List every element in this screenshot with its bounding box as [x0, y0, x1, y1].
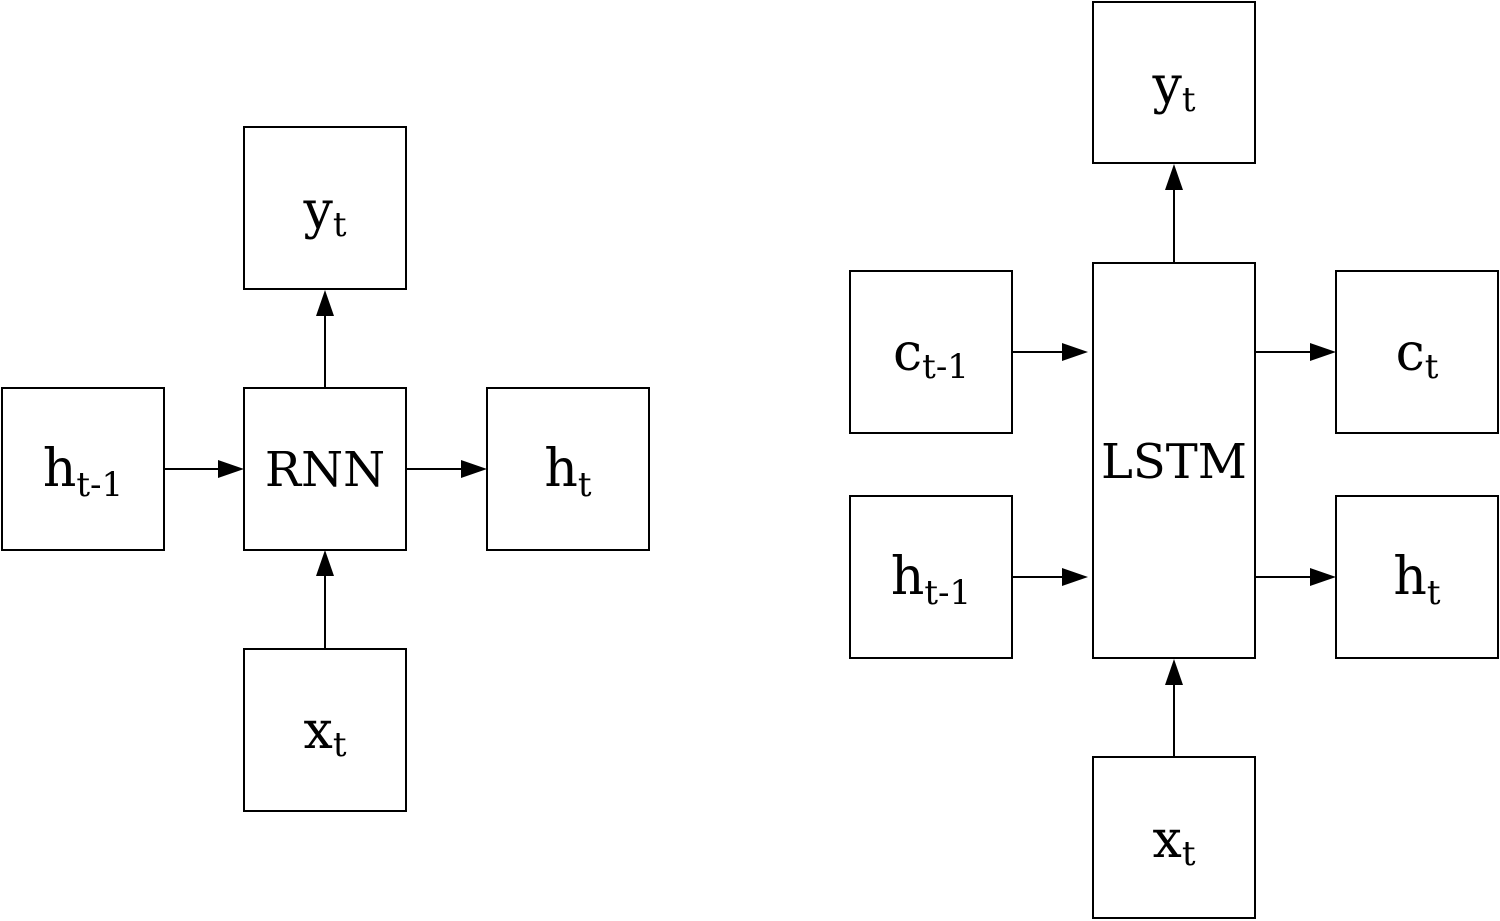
lstm-y-sub: t: [1182, 80, 1196, 120]
rnn-y-base: y: [302, 181, 333, 241]
lstm-arrow-cell-to-hout: [1255, 568, 1336, 586]
lstm-arrow-x-to-cell: [1165, 659, 1183, 757]
rnn-arrow-cell-to-hout: [406, 460, 487, 478]
lstm-cell-node: LSTM: [1092, 262, 1256, 659]
lstm-cell-label: LSTM: [1101, 434, 1247, 490]
lstm-cout-sub: t: [1425, 347, 1439, 387]
lstm-x-base: x: [1153, 810, 1182, 870]
lstm-output-y-node: yt: [1092, 1, 1256, 164]
svg-text:yt: yt: [1151, 56, 1195, 120]
lstm-hprev-base: h: [891, 547, 925, 607]
lstm-hprev-sub: t-1: [924, 573, 971, 613]
rnn-arrow-cell-to-y: [316, 290, 334, 388]
lstm-cell-prev-node: ct-1: [849, 270, 1013, 434]
svg-text:ct-1: ct-1: [893, 323, 969, 387]
svg-text:xt: xt: [1153, 810, 1196, 874]
lstm-hidden-prev-node: ht-1: [849, 495, 1013, 659]
rnn-x-sub: t: [333, 725, 347, 765]
svg-text:ht-1: ht-1: [43, 439, 123, 505]
lstm-arrow-hprev-to-cell: [1012, 568, 1088, 586]
lstm-cout-base: c: [1396, 323, 1425, 383]
lstm-cell-out-node: ct: [1335, 270, 1499, 434]
svg-text:ht: ht: [1393, 547, 1441, 613]
rnn-cell-node: RNN: [243, 387, 407, 551]
lstm-input-x-node: xt: [1092, 756, 1256, 919]
rnn-hidden-prev-node: ht-1: [1, 387, 165, 551]
rnn-arrow-hprev-to-cell: [164, 460, 244, 478]
rnn-arrow-x-to-cell: [316, 550, 334, 649]
lstm-diagram: yt ct-1 ht-1 LSTM ct: [849, 1, 1499, 919]
lstm-hout-base: h: [1393, 547, 1427, 607]
lstm-arrow-cell-to-y: [1165, 164, 1183, 263]
rnn-y-sub: t: [333, 205, 347, 245]
rnn-cell-label: RNN: [265, 442, 385, 498]
lstm-arrow-cprev-to-cell: [1012, 343, 1088, 361]
svg-text:xt: xt: [304, 701, 347, 765]
rnn-input-x-node: xt: [243, 648, 407, 812]
rnn-hidden-out-node: ht: [486, 387, 650, 551]
lstm-arrow-cell-to-cout: [1255, 343, 1336, 361]
svg-text:ct: ct: [1396, 323, 1439, 387]
lstm-hidden-out-node: ht: [1335, 495, 1499, 659]
svg-text:ht-1: ht-1: [891, 547, 971, 613]
rnn-x-base: x: [304, 701, 333, 761]
rnn-hprev-sub: t-1: [76, 465, 123, 505]
rnn-output-y-node: yt: [243, 126, 407, 290]
svg-text:yt: yt: [302, 181, 346, 245]
lstm-y-base: y: [1151, 56, 1182, 116]
rnn-hprev-base: h: [43, 439, 77, 499]
lstm-x-sub: t: [1182, 834, 1196, 874]
rnn-hout-base: h: [544, 439, 578, 499]
rnn-diagram: yt ht-1 RNN ht xt: [1, 126, 650, 812]
svg-text:ht: ht: [544, 439, 592, 505]
rnn-hout-sub: t: [578, 465, 592, 505]
lstm-cprev-sub: t-1: [922, 347, 969, 387]
lstm-cprev-base: c: [893, 323, 922, 383]
lstm-hout-sub: t: [1427, 573, 1441, 613]
